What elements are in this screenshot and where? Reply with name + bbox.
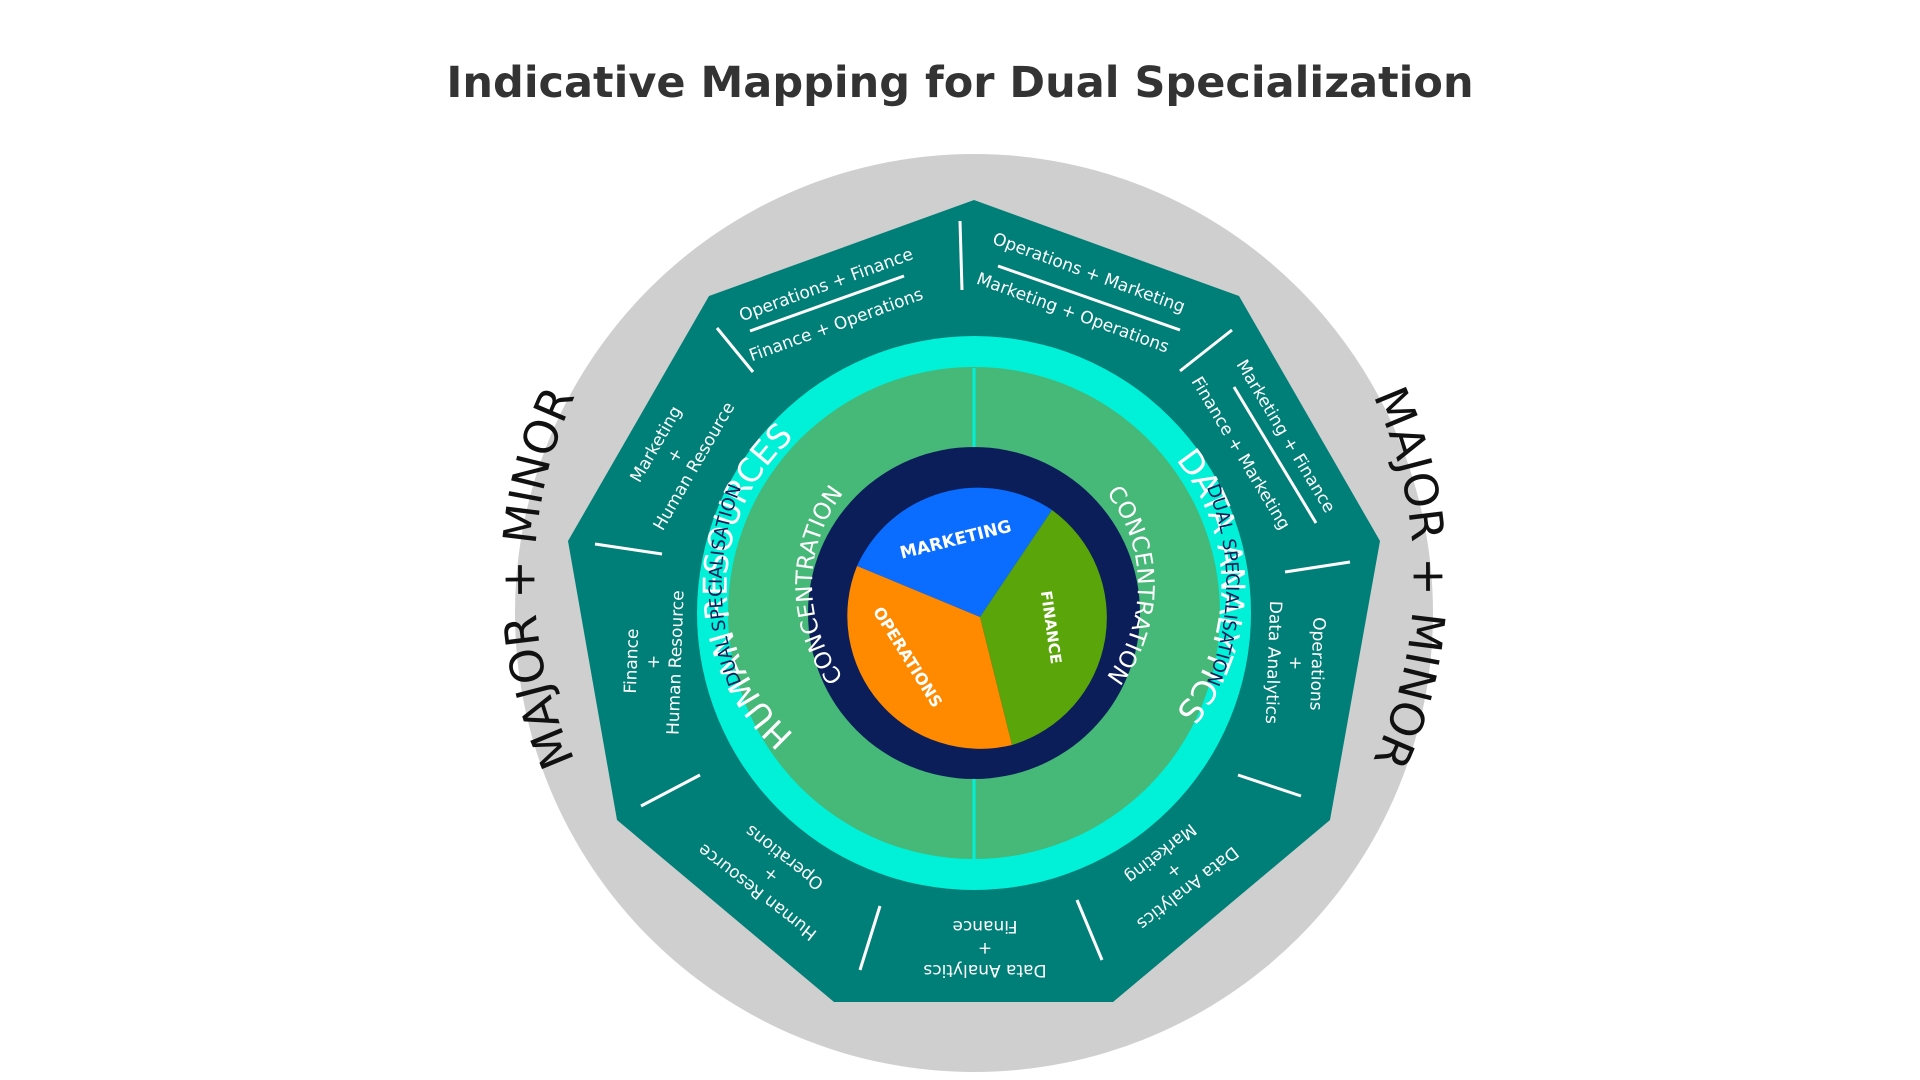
pair-bottom-line1: Data Analytics — [923, 960, 1046, 980]
pair-right: Operations + Data Analytics — [1261, 600, 1329, 724]
pair-right-line2: + — [1285, 656, 1305, 671]
page-title: Indicative Mapping for Dual Specializati… — [446, 58, 1474, 108]
marketing-slice — [857, 487, 1052, 617]
pair-left-line1: Finance — [621, 628, 643, 694]
pair-bottom: Data Analytics + Finance — [923, 916, 1046, 980]
operations-slice — [847, 566, 1012, 749]
pair-right-line1: Operations — [1305, 617, 1328, 711]
pair-right-line3: Data Analytics — [1261, 600, 1285, 724]
pair-bottom-line2: + — [978, 938, 992, 958]
pair-left-line2: + — [644, 654, 664, 669]
octagon-dividers — [594, 220, 1351, 971]
finance-slice — [980, 510, 1107, 745]
pair-bottom-line3: Finance — [952, 916, 1017, 936]
